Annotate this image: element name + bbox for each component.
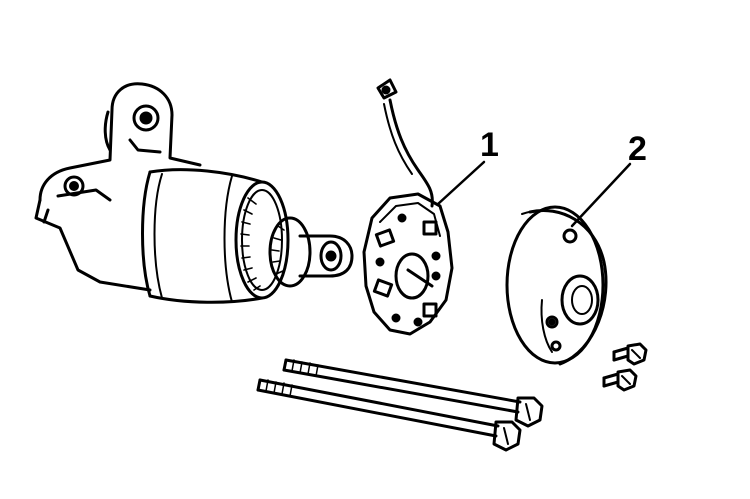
leader-line-2 [570,162,632,228]
end-cover [505,205,608,366]
callout-label-2: 2 [628,130,647,168]
callout-label-1: 1 [480,126,499,164]
starter-motor-body [34,82,354,304]
screw-lower [602,368,638,392]
through-bolt-lower [256,378,522,452]
brush-holder-plate [362,78,454,336]
leader-line-1 [436,160,486,206]
through-bolt-upper [282,358,544,428]
screw-upper [612,342,648,366]
